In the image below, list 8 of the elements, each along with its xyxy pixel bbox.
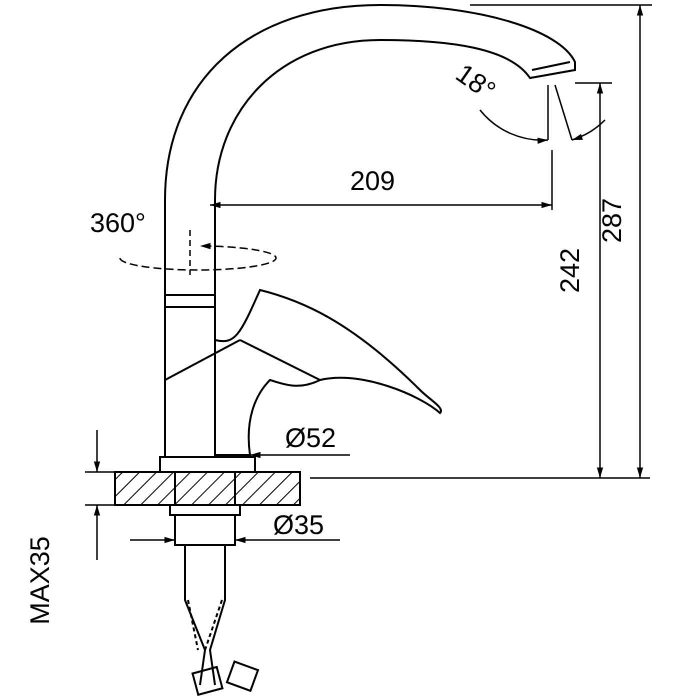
dimension-label: 18°: [450, 59, 500, 105]
dimension-label: 209: [350, 168, 396, 195]
dimension-label: Ø35: [273, 512, 324, 539]
dimension-label: Ø52: [285, 425, 336, 452]
dimension-label: 287: [598, 197, 626, 243]
dimension-label: 360°: [90, 210, 146, 237]
dimension-label: MAX35: [26, 536, 54, 624]
dimension-label: 242: [556, 247, 584, 293]
